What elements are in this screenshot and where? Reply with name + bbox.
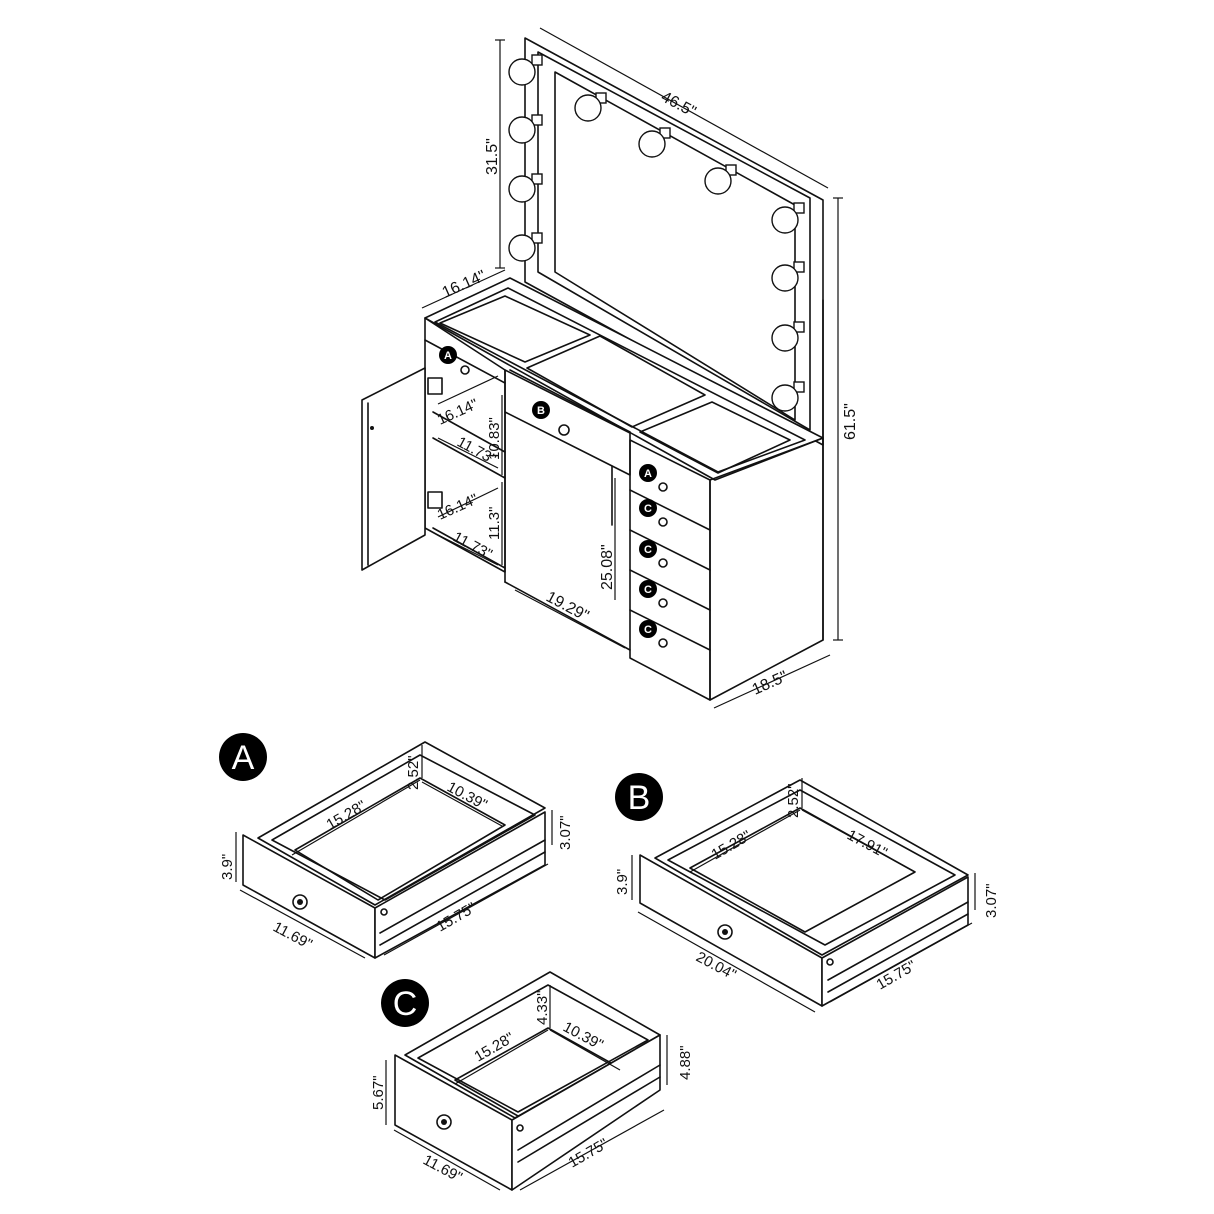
desk-top bbox=[424, 277, 824, 481]
drawer-c-detail: C 15.28" 10.39" 4.33" 4.88" 5.67" 11.69"… bbox=[370, 971, 694, 1191]
dim-shelf2-height: 11.3" bbox=[486, 507, 503, 540]
badge-c: C bbox=[381, 979, 429, 1027]
vanity-dimension-lines bbox=[421, 27, 843, 709]
svg-text:A: A bbox=[644, 468, 652, 480]
svg-text:B: B bbox=[628, 779, 651, 817]
svg-text:C: C bbox=[644, 503, 652, 515]
dim-knee-width: 19.29" bbox=[543, 589, 591, 625]
drawer-c-front-height: 5.67" bbox=[370, 1075, 387, 1110]
drawer-b-inner-depth: 15.28" bbox=[709, 827, 755, 863]
drawer-a-inner-height: 2.52" bbox=[405, 755, 422, 790]
drawer-a-detail: A 15.28" 10.39" 2.52" 3.07" 3.9" 11.69" … bbox=[219, 733, 574, 959]
dim-mirror-height: 31.5" bbox=[484, 138, 501, 175]
bulb-icon bbox=[508, 114, 543, 144]
drawer-a-side-height: 3.07" bbox=[557, 815, 574, 850]
svg-text:B: B bbox=[537, 405, 545, 417]
bulb-icon bbox=[771, 321, 805, 352]
bulb-icon bbox=[638, 127, 671, 158]
badge-b: B bbox=[615, 773, 663, 821]
svg-text:A: A bbox=[232, 739, 255, 777]
drawer-a-inner-width: 10.39" bbox=[444, 779, 490, 814]
drawer-badge-c-3: C bbox=[639, 580, 657, 598]
drawer-badge-b: B bbox=[532, 401, 550, 419]
drawer-badge-c-2: C bbox=[639, 540, 657, 558]
dim-shelf1-height: 10.83" bbox=[486, 417, 503, 460]
vanity-illustration: A B A C C C C bbox=[361, 27, 859, 709]
drawer-b-detail: B 15.28" 17.91" 2.52" 3.07" 3.9" 20.04" … bbox=[614, 773, 1000, 1013]
bulb-icon bbox=[574, 92, 607, 122]
bulb-icon bbox=[704, 164, 737, 195]
drawer-b-side-height: 3.07" bbox=[983, 883, 1000, 918]
drawer-badge-c-1: C bbox=[639, 499, 657, 517]
bulb-icon bbox=[771, 202, 805, 234]
vanity-bulbs bbox=[508, 54, 805, 412]
dim-shelf1-depth: 16.14" bbox=[435, 396, 481, 429]
dim-knee-height: 25.08" bbox=[599, 544, 616, 590]
bulb-icon bbox=[771, 381, 805, 412]
left-cabinet bbox=[361, 317, 506, 573]
bulb-icon bbox=[508, 173, 543, 203]
drawer-b-inner-height: 2.52" bbox=[785, 783, 802, 818]
drawer-a-inner-depth: 15.28" bbox=[324, 797, 370, 833]
drawer-b-inner-width: 17.91" bbox=[844, 827, 890, 862]
dim-depth-bottom: 18.5" bbox=[750, 668, 791, 699]
svg-text:C: C bbox=[393, 985, 418, 1023]
drawer-badge-c-4: C bbox=[639, 620, 657, 638]
dim-total-height: 61.5" bbox=[842, 403, 859, 440]
drawer-a-front-height: 3.9" bbox=[219, 854, 236, 880]
svg-text:C: C bbox=[644, 544, 652, 556]
drawer-badge-a-left: A bbox=[439, 346, 457, 364]
svg-text:C: C bbox=[644, 584, 652, 596]
svg-text:A: A bbox=[444, 350, 452, 362]
bulb-icon bbox=[508, 54, 543, 86]
bulb-icon bbox=[508, 232, 543, 262]
bulb-icon bbox=[771, 261, 805, 292]
drawer-c-inner-height: 4.33" bbox=[534, 990, 551, 1025]
svg-text:C: C bbox=[644, 624, 652, 636]
badge-a: A bbox=[219, 733, 267, 781]
drawer-a-front-width: 11.69" bbox=[270, 919, 315, 954]
drawer-c-side-height: 4.88" bbox=[677, 1045, 694, 1080]
right-cabinet bbox=[460, 299, 824, 701]
middle-section bbox=[504, 369, 631, 651]
drawer-badge-a-right: A bbox=[639, 464, 657, 482]
drawer-b-front-height: 3.9" bbox=[614, 869, 631, 895]
drawer-c-inner-depth: 15.28" bbox=[472, 1029, 518, 1065]
